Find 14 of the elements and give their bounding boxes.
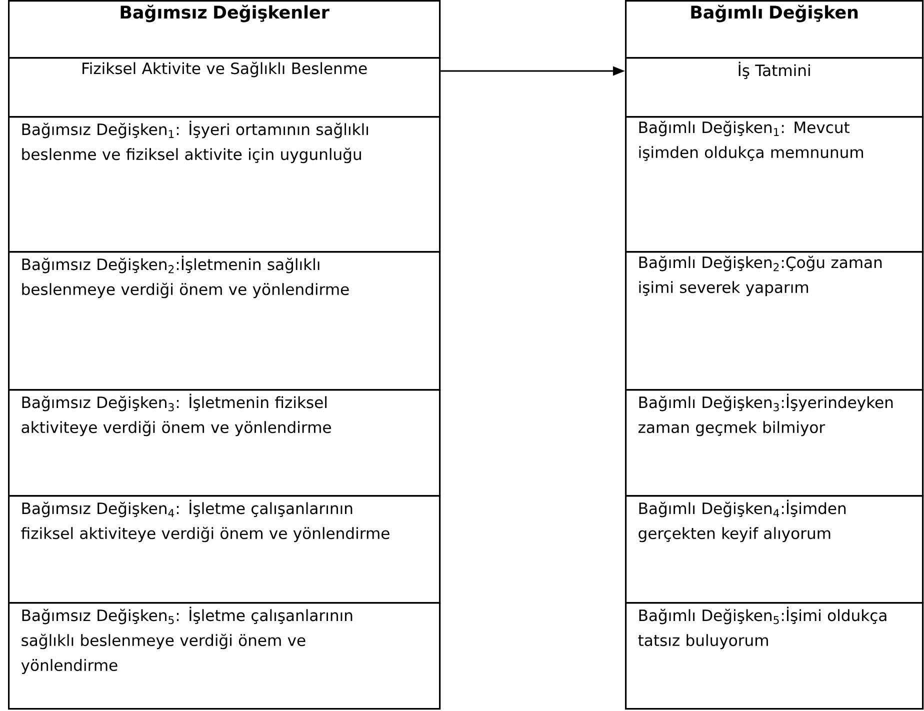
header-cell: Bağımsız Değişkenler (8, 0, 441, 59)
category-cell: İş Tatmini (625, 57, 924, 118)
variable-cell: Bağımsız Değişken$_{3}$: İşletmenin fiziksel aktiviteye verdiği önem ve yönlendirme (8, 389, 441, 497)
variable-cell: Bağımsız Değişken$_{1}$: İşyeri ortamının sağlıklı beslenme ve fiziksel aktivite için uygunluğu (8, 116, 441, 253)
category-cell: Fiziksel Aktivite ve Sağlıklı Beslenme (8, 57, 441, 118)
variable-cell: Bağımlı Değişken$_{3}$:İşyerindeyken zaman geçmek bilmiyor (625, 389, 924, 497)
variable-cell: Bağımsız Değişken$_{2}$:İşletmenin sağlıklı beslenmeye verdiği önem ve yönlendirme (8, 251, 441, 391)
variable-cell: Bağımlı Değişken$_{4}$:İşimden gerçekten keyif alıyorum (625, 495, 924, 604)
header-cell: Bağımlı Değişken (625, 0, 924, 59)
variable-cell: Bağımlı Değişken$_{1}$: Mevcut işimden oldukça memnunum (625, 116, 924, 253)
variable-cell: Bağımsız Değişken$_{5}$: İşletme çalışanlarının sağlıklı beslenmeye verdiği önem ve yönlendirme (8, 602, 441, 710)
variable-cell: Bağımsız Değişken$_{4}$: İşletme çalışanlarının fiziksel aktiviteye verdiği önem ve yönlendirme (8, 495, 441, 604)
variable-cell: Bağımlı Değişken$_{2}$:Çoğu zaman işimi severek yaparım (625, 251, 924, 391)
variable-cell: Bağımlı Değişken$_{5}$:İşimi oldukça tatsız buluyorum (625, 602, 924, 710)
